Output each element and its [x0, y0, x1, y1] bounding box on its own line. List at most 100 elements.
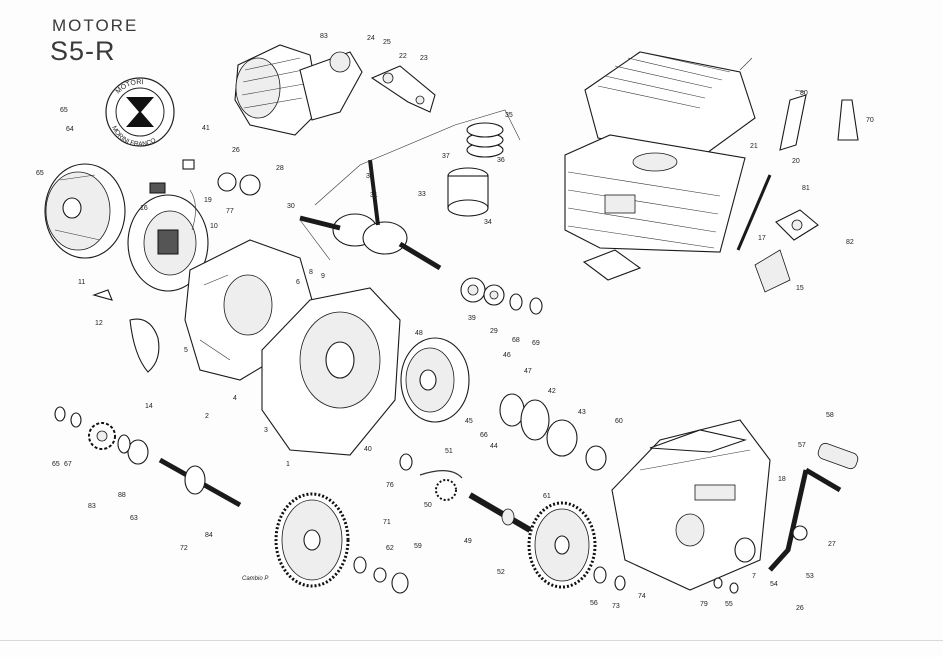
- part-number: 2: [205, 413, 209, 420]
- spring-component: [734, 537, 756, 563]
- part-number: 65: [52, 461, 60, 468]
- part-number: 83: [320, 33, 328, 40]
- part-number: 7: [752, 573, 756, 580]
- part-number: 27: [828, 541, 836, 548]
- part-number: 24: [367, 35, 375, 42]
- bearing-top-left: [149, 159, 261, 196]
- part-number: 1: [286, 461, 290, 468]
- part-number: 25: [383, 39, 391, 46]
- part-number: 48: [415, 330, 423, 337]
- engine-title: MOTORE: [52, 16, 139, 35]
- part-number: 40: [364, 446, 372, 453]
- gear-shift-gear: [435, 479, 457, 501]
- part-number-labels: 65 64 65 83 24 25 22 23 41 26 28 19 77 1…: [36, 33, 874, 612]
- stator-plate: [127, 189, 209, 292]
- part-number: 58: [826, 412, 834, 419]
- part-number: 11: [78, 279, 85, 286]
- spark-plug: [837, 99, 859, 141]
- part-number: 9: [321, 273, 325, 280]
- part-number: 74: [638, 593, 646, 600]
- part-number: 65: [36, 170, 44, 177]
- part-number: 6: [296, 279, 300, 286]
- part-number: 69: [532, 340, 540, 347]
- gear-caption: Cambio P: [242, 576, 268, 582]
- part-number: 37: [442, 153, 450, 160]
- small-washers-bottom: [353, 556, 739, 594]
- part-number: 53: [806, 573, 814, 580]
- part-number: 66: [480, 432, 488, 439]
- morini-franco-logo: MOTORI MORINI FRANCO: [105, 77, 175, 148]
- cylinder-stud: [736, 174, 772, 251]
- part-number: 12: [95, 320, 103, 327]
- part-number: 57: [798, 442, 806, 449]
- part-number: 26: [796, 605, 804, 612]
- part-number: 80: [800, 90, 808, 97]
- secondary-gear-large: [527, 501, 597, 589]
- part-number: 22: [399, 53, 407, 60]
- primary-gear-large: [274, 492, 350, 588]
- part-number: 33: [418, 191, 426, 198]
- part-number: 29: [490, 328, 498, 335]
- model-title: S5-R: [50, 36, 116, 66]
- part-number: 44: [490, 443, 498, 450]
- piston: [447, 122, 504, 217]
- spring-clip: [419, 470, 463, 479]
- page-bottom-rule: [0, 640, 943, 641]
- part-number: 49: [464, 538, 472, 545]
- part-number: 17: [758, 235, 766, 242]
- part-number: 88: [118, 492, 126, 499]
- part-number: 62: [386, 545, 394, 552]
- gasket-left: [129, 318, 160, 373]
- decompressor-rod: [779, 94, 807, 151]
- gearbox-shaft: [117, 434, 242, 508]
- part-number: 63: [130, 515, 138, 522]
- part-number: 83: [88, 503, 96, 510]
- kickstart-lever: [768, 442, 859, 572]
- part-number: 19: [204, 197, 212, 204]
- part-number: 71: [383, 519, 391, 526]
- clutch-drum: [400, 337, 470, 423]
- small-nut-right: [792, 525, 808, 541]
- part-number: 61: [543, 493, 551, 500]
- part-number: 43: [578, 409, 586, 416]
- right-crankcase-half: [261, 287, 401, 456]
- part-number: 73: [612, 603, 620, 610]
- part-number: 84: [205, 532, 213, 539]
- head-gasket-small: [582, 249, 642, 281]
- part-number: 21: [750, 143, 758, 150]
- intake-manifold: [370, 65, 436, 113]
- part-number: 81: [802, 185, 810, 192]
- part-number: 3: [264, 427, 268, 434]
- part-number: 34: [484, 219, 492, 226]
- part-number: 67: [64, 461, 72, 468]
- part-number: 31: [370, 192, 378, 199]
- part-number: 50: [424, 502, 432, 509]
- bearing-set: [460, 277, 543, 315]
- part-number: 59: [414, 543, 422, 550]
- right-engine-cover: [611, 419, 771, 591]
- part-number: 18: [778, 476, 786, 483]
- part-number: 65: [60, 107, 68, 114]
- part-number: 79: [700, 601, 708, 608]
- part-number: 77: [226, 208, 234, 215]
- small-seal: [399, 453, 413, 471]
- part-number: 76: [386, 482, 394, 489]
- part-number: 55: [725, 601, 733, 608]
- part-number: 16: [140, 205, 148, 212]
- drive-sprocket: [88, 422, 116, 450]
- cylinder-head: [584, 51, 756, 159]
- part-number: 32: [366, 173, 374, 180]
- part-number: 10: [210, 223, 218, 230]
- flywheel-rotor: [44, 163, 126, 259]
- part-number: 46: [503, 352, 511, 359]
- part-number: 26: [232, 147, 240, 154]
- cover-gasket: [649, 429, 748, 453]
- kickstart-shaft: [468, 492, 532, 533]
- part-number: 56: [590, 600, 598, 607]
- part-number: 42: [548, 388, 556, 395]
- part-number: 35: [505, 112, 513, 119]
- part-number: 8: [309, 269, 313, 276]
- part-number: 36: [497, 157, 505, 164]
- part-number: 41: [202, 125, 210, 132]
- part-number: 64: [66, 126, 74, 133]
